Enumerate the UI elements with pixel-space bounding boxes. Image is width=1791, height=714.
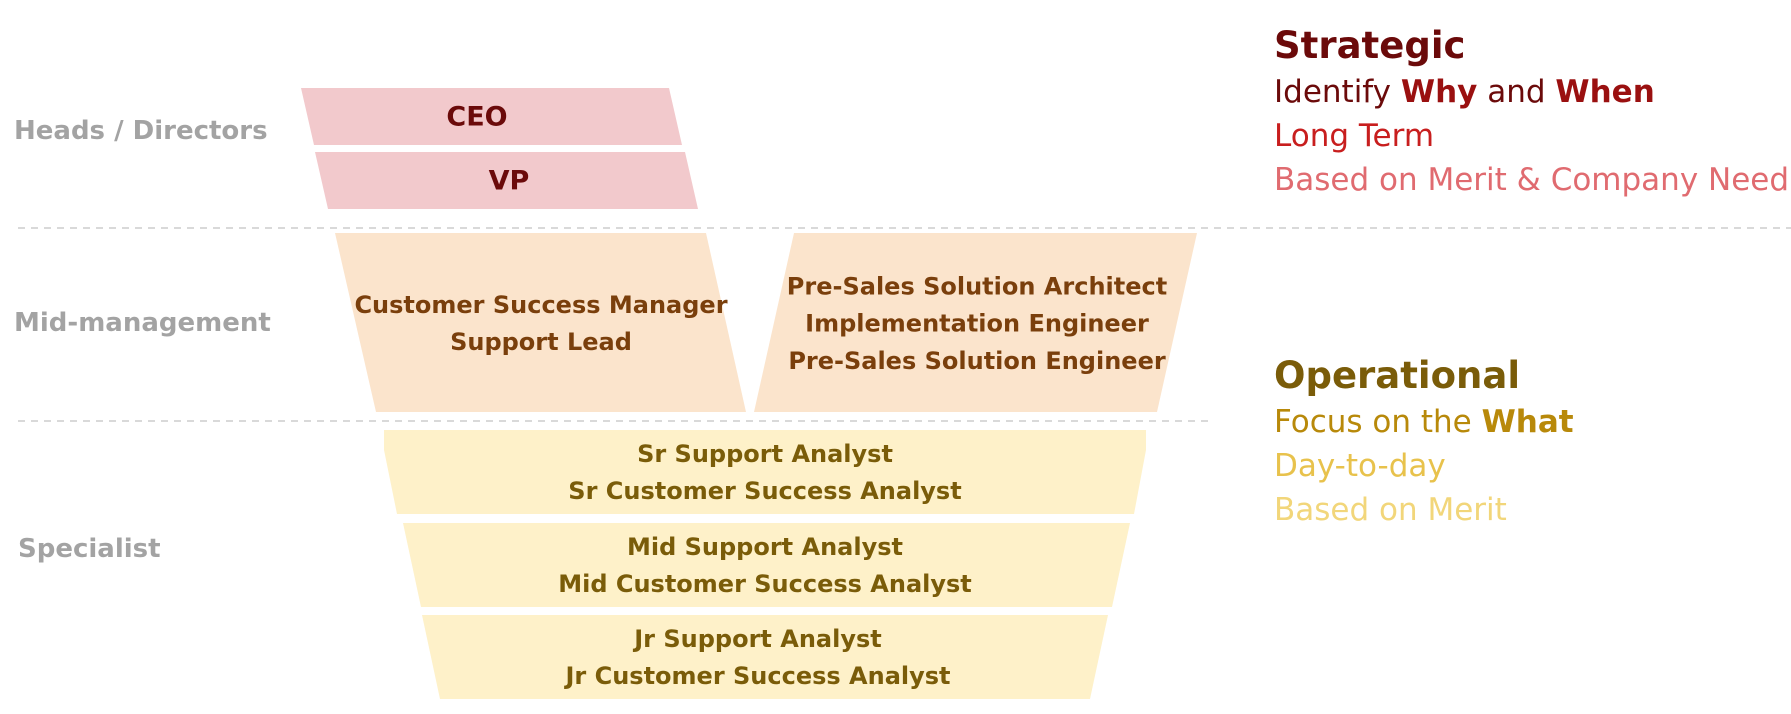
level-label-heads: Heads / Directors: [14, 116, 268, 146]
operational-line-1: Focus on the What: [1274, 404, 1574, 440]
box-label-line: Support Lead: [450, 328, 632, 356]
strategic-line-2: Long Term: [1274, 118, 1435, 154]
ceo-label: CEO: [446, 102, 507, 133]
mid-left-box: [335, 233, 746, 412]
strategic-line-1: Identify Why and When: [1274, 74, 1655, 110]
spec-sr-box: [384, 430, 1146, 514]
operational-line-2: Day-to-day: [1274, 448, 1446, 484]
spec-jr-label: Jr Support Analyst Jr Customer Success An…: [563, 625, 950, 690]
operational-title: Operational: [1274, 354, 1521, 397]
box-label-line: Mid Support Analyst: [627, 533, 903, 561]
spec-mid-box: [403, 523, 1130, 607]
operational-line-3: Based on Merit: [1274, 492, 1507, 528]
box-label-line: Sr Customer Success Analyst: [568, 477, 961, 505]
box-label-line: Mid Customer Success Analyst: [558, 570, 972, 598]
box-label-line: Jr Customer Success Analyst: [563, 662, 950, 690]
box-label-line: Pre-Sales Solution Architect: [787, 272, 1167, 300]
strategic-panel: Strategic Identify Why and When Long Ter…: [1274, 22, 1789, 202]
strategic-title: Strategic: [1274, 24, 1466, 67]
spec-sr-label: Sr Support Analyst Sr Customer Success An…: [568, 440, 961, 505]
operational-panel: Operational Focus on the What Day-to-day…: [1274, 352, 1574, 532]
box-label-line: Pre-Sales Solution Engineer: [788, 347, 1166, 375]
box-label-line: Customer Success Manager: [354, 291, 727, 319]
vp-label: VP: [489, 166, 530, 197]
box-label-line: Sr Support Analyst: [637, 440, 893, 468]
box-label-line: Jr Support Analyst: [632, 625, 882, 653]
mid-right-box: [754, 233, 1197, 412]
box-label-line: Implementation Engineer: [805, 310, 1149, 338]
level-label-mid: Mid-management: [14, 308, 271, 338]
level-label-specialist: Specialist: [18, 534, 161, 564]
spec-jr-box: [422, 615, 1108, 699]
ceo-box: [301, 88, 682, 145]
vp-box: [315, 152, 698, 209]
strategic-line-3: Based on Merit & Company Need: [1274, 162, 1790, 198]
